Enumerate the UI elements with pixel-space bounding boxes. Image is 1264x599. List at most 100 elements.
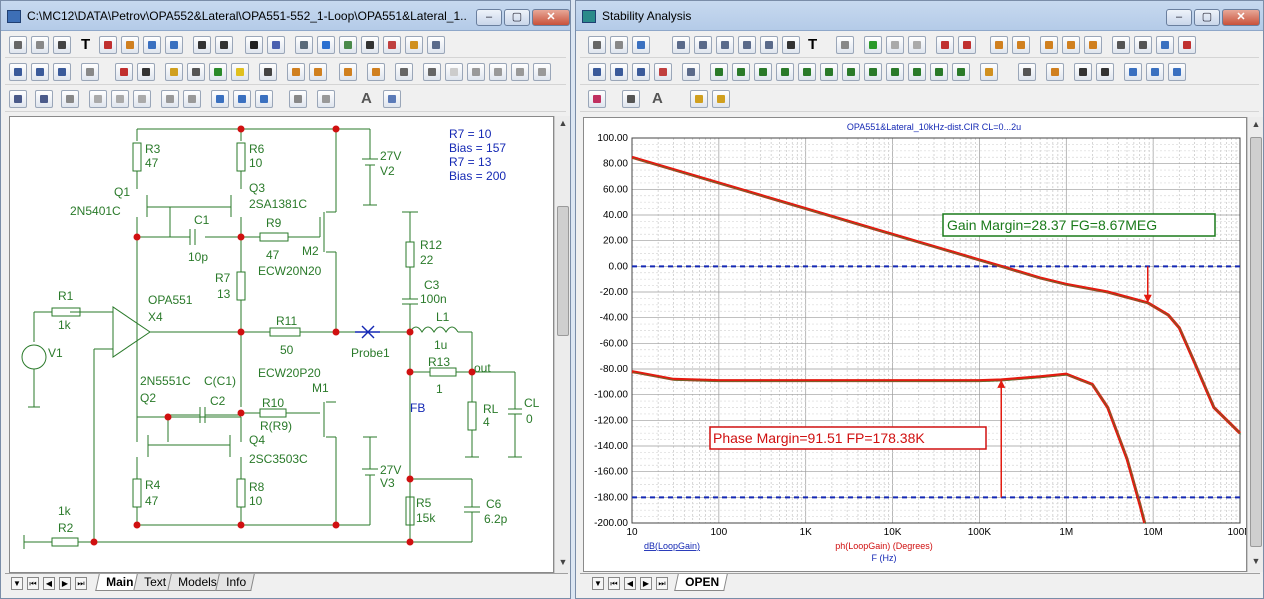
scope-icon[interactable]	[958, 36, 976, 54]
close-button[interactable]: ✕	[532, 9, 570, 26]
redo-icon[interactable]	[489, 63, 507, 81]
find-component-icon[interactable]	[9, 90, 27, 108]
zoom-x-icon[interactable]	[588, 63, 606, 81]
scroll-thumb[interactable]	[1250, 137, 1262, 547]
zoom-y-icon[interactable]	[610, 63, 628, 81]
list-icon[interactable]	[1084, 36, 1102, 54]
select-box-icon[interactable]	[423, 63, 441, 81]
rotate-tool-icon[interactable]	[165, 36, 183, 54]
schematic-canvas[interactable]: R3 47 R6 10 Q1 2N5401C Q3 2SA1381C C1 10…	[9, 116, 554, 573]
warning-icon[interactable]	[231, 63, 249, 81]
print-icon[interactable]	[1046, 63, 1064, 81]
numeric-icon[interactable]	[1040, 36, 1058, 54]
bias-icon[interactable]	[209, 63, 227, 81]
check-tool-icon[interactable]	[361, 36, 379, 54]
find-icon[interactable]	[395, 63, 413, 81]
fit-icon[interactable]	[716, 36, 734, 54]
tab-open[interactable]: OPEN	[674, 574, 728, 591]
first-page-icon[interactable]: ▼	[11, 577, 23, 590]
component-tool-icon[interactable]	[143, 36, 161, 54]
mirror-icon[interactable]	[511, 63, 529, 81]
function-icon[interactable]	[782, 36, 800, 54]
cascade-icon[interactable]	[1096, 63, 1114, 81]
tab-info[interactable]: Info	[215, 574, 255, 591]
valley-icon[interactable]	[776, 63, 794, 81]
properties-icon[interactable]	[836, 36, 854, 54]
wire-tool-icon[interactable]	[53, 36, 71, 54]
font-icon[interactable]: A	[361, 90, 372, 107]
global-low-icon[interactable]	[886, 63, 904, 81]
pin-connections-icon[interactable]	[53, 63, 71, 81]
node-numbers-icon[interactable]	[31, 63, 49, 81]
scroll-thumb[interactable]	[557, 206, 569, 336]
next-icon[interactable]: ▶	[640, 577, 652, 590]
plot-vertical-scrollbar[interactable]: ▲ ▼	[1247, 117, 1263, 572]
last-icon[interactable]: ⏭	[75, 577, 87, 590]
scale-tool-icon[interactable]	[672, 36, 690, 54]
binoculars-icon[interactable]	[35, 90, 53, 108]
group-icon[interactable]	[690, 90, 708, 108]
properties-tool-icon[interactable]	[295, 36, 313, 54]
split-icon[interactable]	[1134, 36, 1152, 54]
zoom-box-icon[interactable]	[632, 63, 650, 81]
title-block-icon[interactable]	[309, 63, 327, 81]
color-palette-icon[interactable]	[588, 90, 606, 108]
plot-props-icon[interactable]	[682, 63, 700, 81]
pencil-tool-icon[interactable]	[99, 36, 117, 54]
edit-tool-icon[interactable]	[267, 36, 285, 54]
zoom-in-icon[interactable]	[1124, 63, 1142, 81]
tag-right-icon[interactable]	[732, 63, 750, 81]
scroll-up-icon[interactable]: ▲	[558, 118, 568, 128]
prev-icon[interactable]: ◀	[624, 577, 636, 590]
rotate-tool-icon[interactable]	[632, 36, 650, 54]
grid-text-icon[interactable]	[81, 63, 99, 81]
tag-left-icon[interactable]	[710, 63, 728, 81]
ungroup-icon[interactable]	[712, 90, 730, 108]
schematic-vertical-scrollbar[interactable]: ▲ ▼	[554, 116, 570, 573]
bottom-icon[interactable]	[930, 63, 948, 81]
zoom-out-icon[interactable]	[1146, 63, 1164, 81]
analysis-maximize-button[interactable]: ▢	[1194, 9, 1220, 26]
run-icon[interactable]	[864, 36, 882, 54]
stop-icon[interactable]	[886, 36, 904, 54]
scroll-up-icon[interactable]: ▲	[1251, 119, 1261, 129]
rewind-icon[interactable]: ⏮	[27, 577, 39, 590]
info-tool-icon[interactable]	[317, 36, 335, 54]
text-tool-icon[interactable]: T	[808, 36, 818, 53]
step-icon[interactable]	[936, 36, 954, 54]
peak-icon[interactable]	[760, 36, 778, 54]
more-icon[interactable]	[133, 90, 151, 108]
select-tool-icon[interactable]	[9, 36, 27, 54]
zoom-fit-icon[interactable]	[1168, 63, 1186, 81]
inflection-icon[interactable]	[842, 63, 860, 81]
font-size-icon[interactable]	[383, 90, 401, 108]
cancel-icon[interactable]	[111, 90, 129, 108]
list-tool-icon[interactable]	[405, 36, 423, 54]
ungroup-icon[interactable]	[183, 90, 201, 108]
copy-icon[interactable]	[1012, 36, 1030, 54]
top-icon[interactable]	[908, 63, 926, 81]
select-tool-icon[interactable]	[588, 36, 606, 54]
zoom-fit-icon[interactable]	[255, 90, 273, 108]
pause-icon[interactable]	[908, 36, 926, 54]
page-setup-icon[interactable]	[61, 90, 79, 108]
power-icon[interactable]	[165, 63, 183, 81]
border-icon[interactable]	[287, 63, 305, 81]
chart-icon[interactable]	[1156, 36, 1174, 54]
first-page-icon[interactable]: ▼	[592, 577, 604, 590]
grid-icon[interactable]	[259, 63, 277, 81]
flag-tool-icon[interactable]	[121, 36, 139, 54]
maximize-scale-icon[interactable]	[694, 36, 712, 54]
zoom-in-icon[interactable]	[211, 90, 229, 108]
group-icon[interactable]	[161, 90, 179, 108]
blank-icon[interactable]	[445, 63, 463, 81]
zoom-out-icon[interactable]	[233, 90, 251, 108]
probe-icon[interactable]	[187, 63, 205, 81]
plot-area[interactable]: OPA551&Lateral_10kHz-dist.CIR CL=0...2u …	[583, 117, 1247, 572]
zoom-auto-icon[interactable]	[654, 63, 672, 81]
page-icon[interactable]	[339, 63, 357, 81]
stop-icon[interactable]	[89, 90, 107, 108]
horizontal-icon[interactable]	[1112, 36, 1130, 54]
page-icon[interactable]	[990, 36, 1008, 54]
scroll-down-icon[interactable]: ▼	[1251, 556, 1261, 566]
